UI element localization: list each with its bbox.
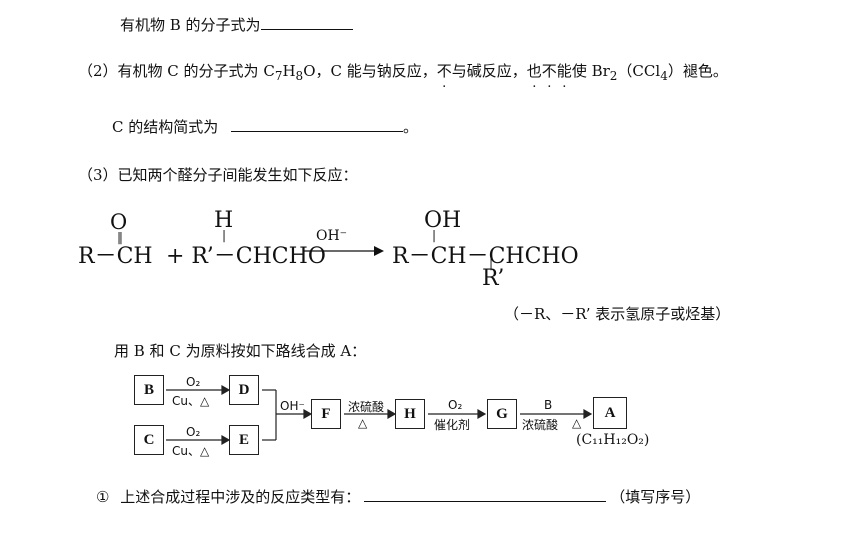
aldol-product: R－CH－CHCHO <box>392 244 579 269</box>
carbonyl-oxygen: O <box>110 210 128 234</box>
reagent-b: B <box>544 398 553 412</box>
alpha-hydrogen: H <box>214 208 234 233</box>
question-text: 有机物 B 的分子式为 <box>120 16 261 34</box>
formula-a: (C₁₁H₁₂O₂) <box>576 432 650 448</box>
reagent-o2: O₂ <box>186 425 201 439</box>
answer-blank[interactable] <box>364 487 607 502</box>
reagent-heat: △ <box>572 416 582 430</box>
reaction-arrow <box>304 246 384 256</box>
node-a: A <box>593 397 627 429</box>
r-prime-group: R’ <box>482 266 505 291</box>
catalyst-label: OH⁻ <box>316 228 348 244</box>
answer-blank[interactable] <box>231 117 404 132</box>
reagent-cu-heat: Cu、△ <box>172 444 210 458</box>
reagent-o2: O₂ <box>186 375 201 389</box>
emphasis-not: 不 <box>542 62 557 80</box>
emphasis-can: 能 <box>557 62 572 80</box>
single-bond: | <box>222 228 227 242</box>
question-b-formula: 有机物 B 的分子式为 <box>120 14 353 35</box>
reagent-catalyst: 催化剂 <box>434 418 471 432</box>
reagent-h2so4: 浓硫酸 <box>348 400 385 414</box>
emphasis-also: 也 <box>527 62 542 80</box>
question-2: （2）有机物 C 的分子式为 C7H8O，C 能与钠反应，不与碱反应，也不能使 … <box>78 60 728 83</box>
aldehyde-1: R－CH <box>78 244 153 269</box>
node-f: F <box>311 399 341 429</box>
reagent-h2so4: 浓硫酸 <box>522 418 559 432</box>
aldehyde-2: + R’－CHCHO <box>166 244 326 269</box>
question-c-structure: C 的结构简式为 。 <box>112 117 419 136</box>
node-e: E <box>229 425 259 455</box>
reagent-heat: △ <box>358 416 368 430</box>
single-bond: | <box>432 228 437 242</box>
reagent-cu-heat: Cu、△ <box>172 394 210 408</box>
node-h: H <box>395 399 425 429</box>
node-d: D <box>229 375 259 405</box>
emphasis-not: 不 <box>437 62 452 80</box>
reagent-o2: O₂ <box>448 398 463 412</box>
node-g: G <box>487 399 517 429</box>
route-intro: 用 B 和 C 为原料按如下路线合成 A： <box>114 342 367 360</box>
node-c: C <box>134 425 164 455</box>
node-b: B <box>134 375 164 405</box>
double-bond: ‖ <box>117 230 123 244</box>
single-bond: | <box>489 256 494 270</box>
answer-blank[interactable] <box>260 15 353 30</box>
reagent-oh: OH⁻ <box>280 399 305 413</box>
question-reaction-types: ① 上述合成过程中涉及的反应类型有：（填写序号） <box>96 487 701 506</box>
question-3: （3）已知两个醛分子间能发生如下反应： <box>78 166 358 184</box>
hydroxyl: OH <box>424 208 462 233</box>
group-note: （－R、－R’ 表示氢原子或烃基） <box>504 305 731 323</box>
